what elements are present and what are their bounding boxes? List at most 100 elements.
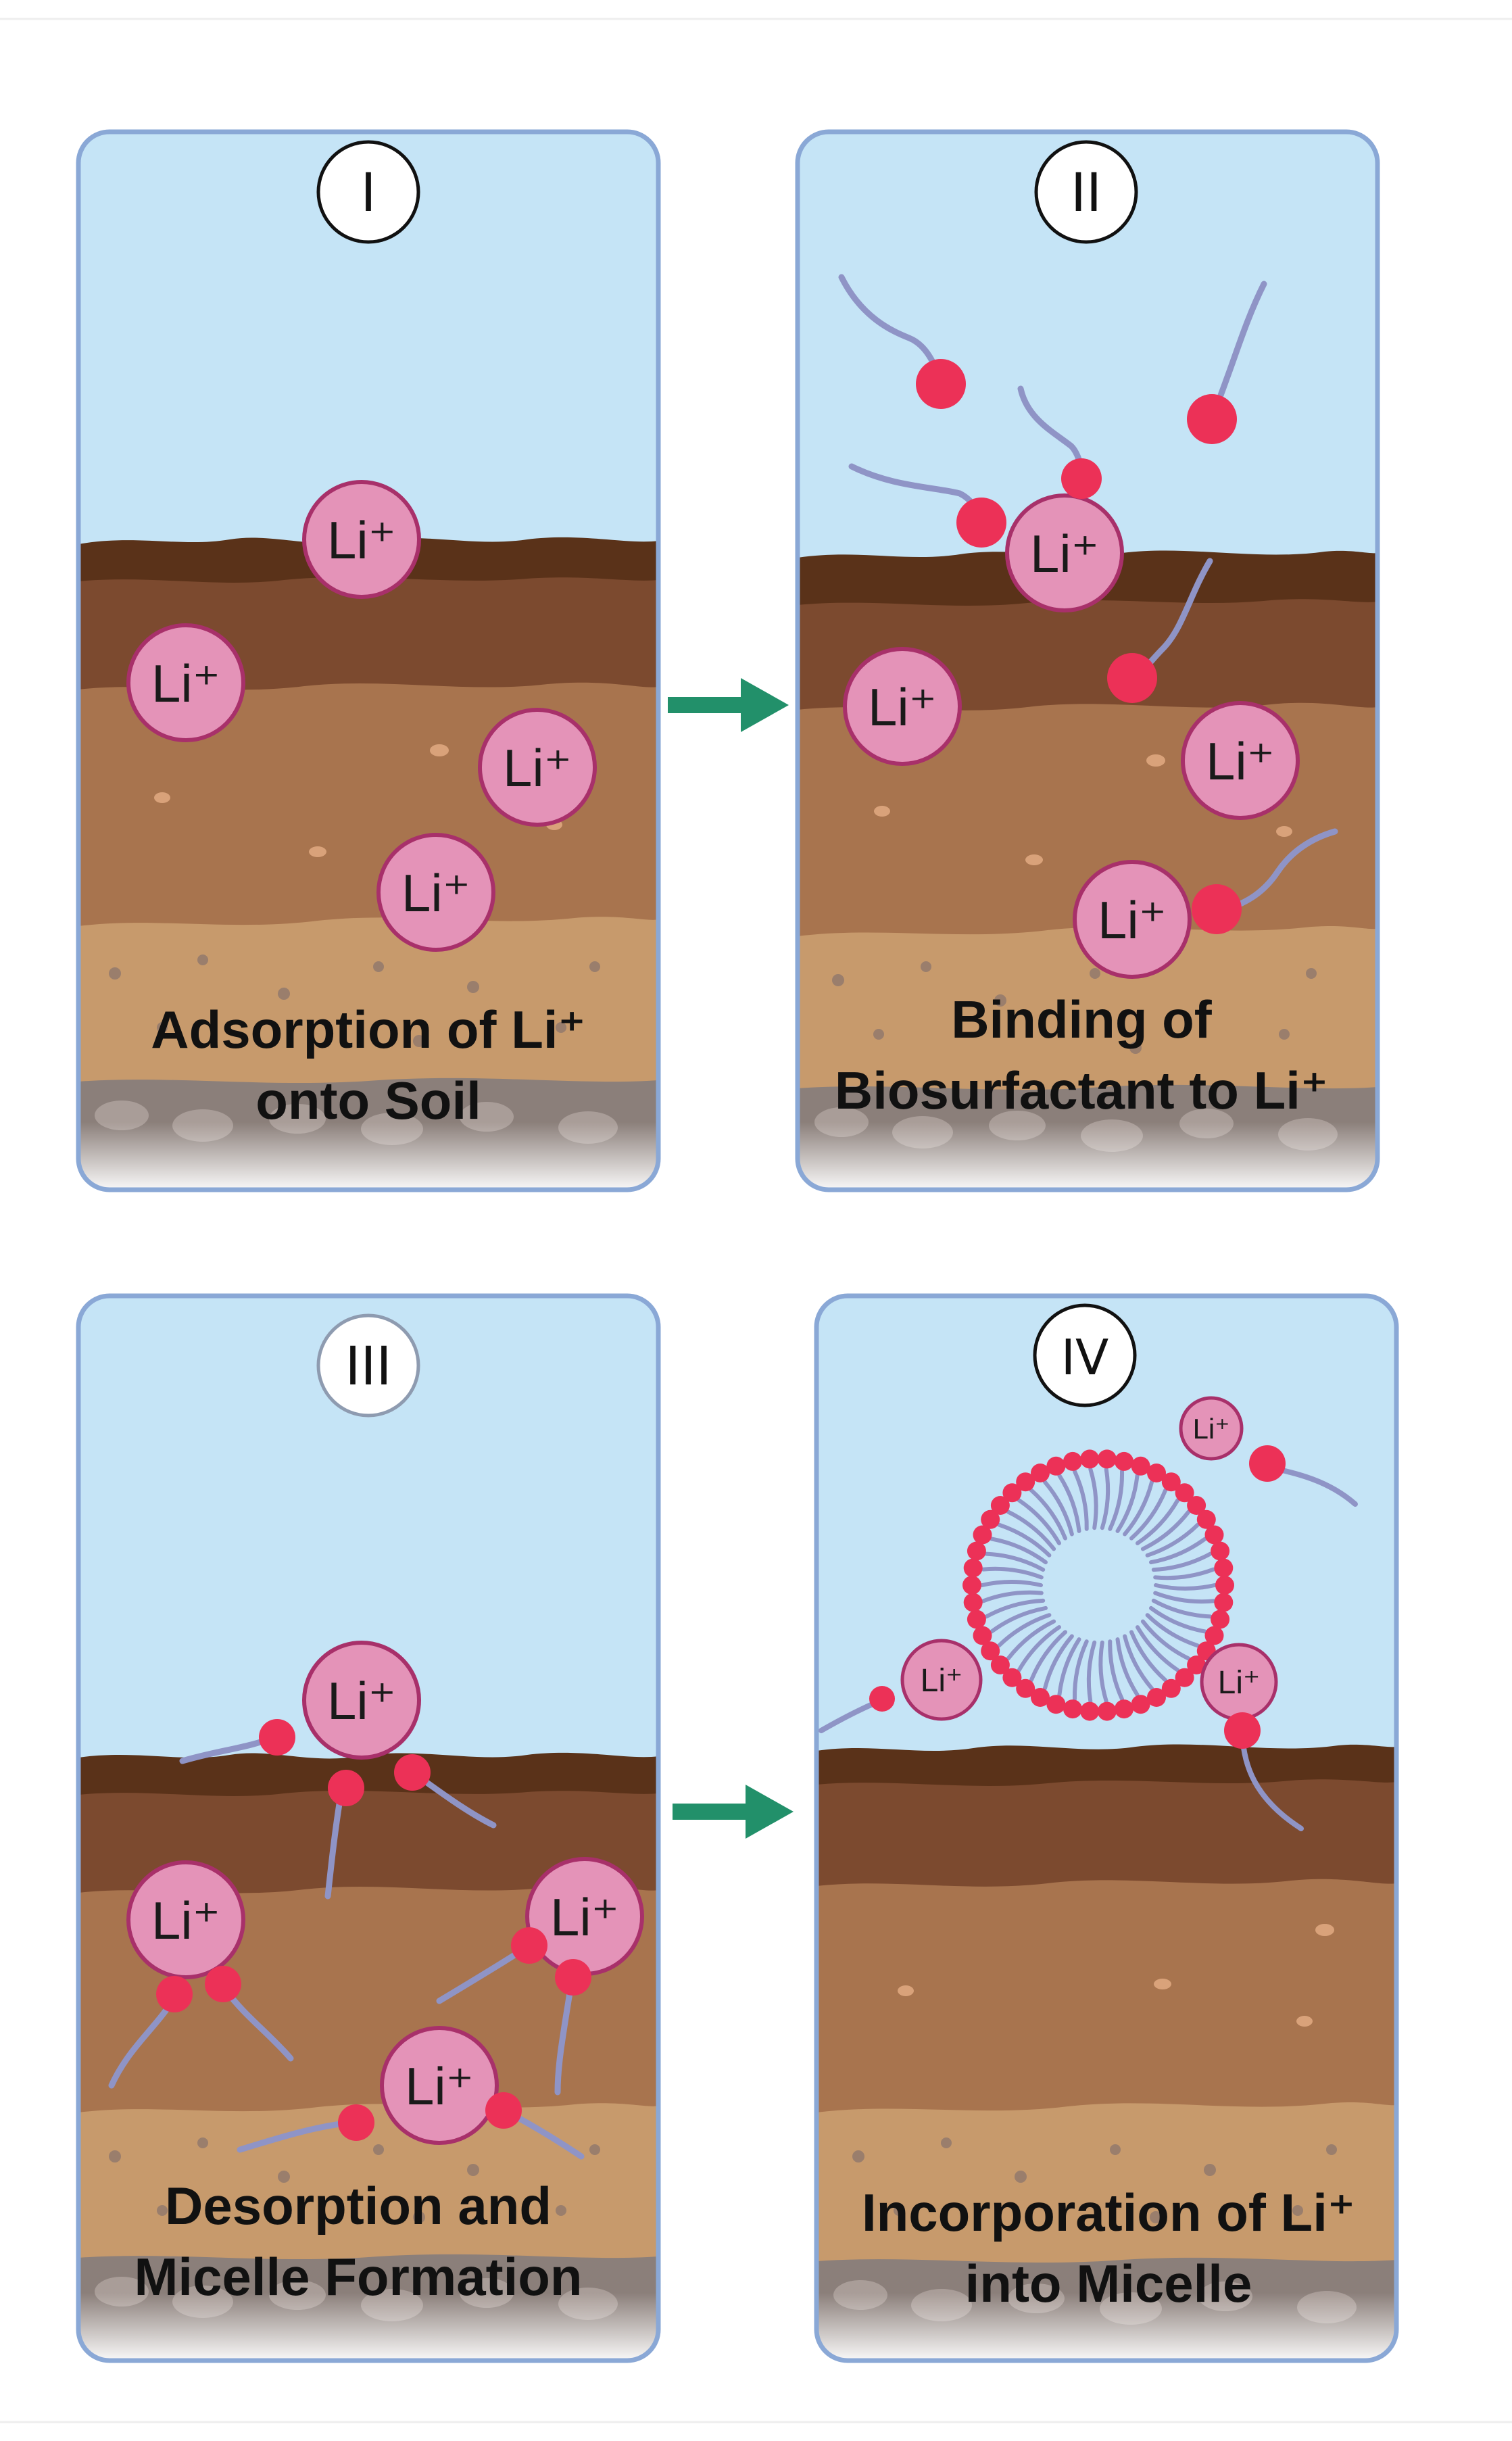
lithium-ion: Li⁺ bbox=[1200, 1643, 1278, 1721]
surfactant-head bbox=[1002, 1668, 1022, 1687]
panel-number: I bbox=[360, 163, 376, 224]
bound-biosurfactant bbox=[848, 463, 1006, 548]
surfactant-head bbox=[1211, 1610, 1230, 1629]
surfactant-head bbox=[1161, 1472, 1181, 1492]
surfactant-head bbox=[1214, 1558, 1234, 1578]
caption-line-1: Binding of bbox=[951, 990, 1213, 1049]
surfactant-tail bbox=[1140, 1509, 1191, 1551]
ion-label: Li⁺ bbox=[327, 1671, 396, 1731]
surfactant-head bbox=[1115, 1451, 1133, 1471]
bound-biosurfactant bbox=[394, 1754, 497, 1829]
caption-line-1: Incorporation of Li⁺ bbox=[862, 2183, 1355, 2242]
lithium-ion: Li⁺ bbox=[376, 833, 495, 952]
bottom-fade bbox=[816, 2293, 1396, 2361]
bottom-fade bbox=[798, 1122, 1377, 1190]
bottom-fade bbox=[78, 2293, 658, 2361]
process-arrow-1-to-2 bbox=[668, 678, 789, 732]
surfactant-head bbox=[1016, 1472, 1035, 1492]
surfactant-head bbox=[1031, 1688, 1050, 1707]
lithium-ion: Li⁺ bbox=[843, 647, 962, 766]
bottom-fade bbox=[78, 1122, 658, 1190]
surfactant-head bbox=[1080, 1701, 1100, 1721]
surfactant-head bbox=[1204, 1626, 1224, 1645]
surfactant-head bbox=[1147, 1464, 1166, 1482]
ion-label: Li⁺ bbox=[921, 1663, 963, 1699]
surfactant-tail bbox=[1057, 1637, 1081, 1697]
surfactant-head bbox=[1002, 1483, 1022, 1503]
surfactant-tail bbox=[1123, 1634, 1154, 1691]
surfactant-head bbox=[1046, 1695, 1066, 1714]
surfactant-tail bbox=[1145, 1522, 1200, 1557]
caption-line-2: into Micelle bbox=[965, 2254, 1252, 2313]
surfactant-tail bbox=[1042, 1634, 1074, 1691]
ion-label: Li⁺ bbox=[1193, 1413, 1230, 1445]
soil-pebbles bbox=[874, 754, 1292, 865]
soil-pebbles bbox=[898, 1924, 1334, 2027]
bound-biosurfactant bbox=[1107, 558, 1213, 703]
bound-biosurfactant bbox=[237, 2104, 374, 2153]
micelle bbox=[962, 1449, 1234, 1721]
surfactant-tail bbox=[1006, 1509, 1056, 1551]
bound-biosurfactant bbox=[1192, 828, 1338, 934]
surfactant-head bbox=[973, 1525, 992, 1545]
panel-number-badge: III bbox=[316, 1313, 420, 1418]
surfactant-tail bbox=[1086, 1640, 1097, 1703]
surfactant-head bbox=[1016, 1678, 1035, 1698]
surfactant-tail bbox=[1140, 1619, 1191, 1661]
lithium-ion: Li⁺ bbox=[126, 1860, 245, 1979]
sand-grains bbox=[852, 2137, 1337, 2223]
soil-pebbles bbox=[154, 744, 562, 857]
surfactant-head bbox=[963, 1558, 983, 1578]
bound-biosurfactant bbox=[179, 1719, 295, 1764]
ion-label: Li⁺ bbox=[550, 1887, 619, 1947]
surfactant-tail bbox=[1149, 1605, 1207, 1634]
surfactant-tail bbox=[1017, 1498, 1061, 1545]
surfactant-head bbox=[1175, 1483, 1194, 1503]
surfactant-tail bbox=[1129, 1488, 1168, 1541]
ion-label: Li⁺ bbox=[1098, 890, 1167, 950]
panel-number: IV bbox=[1061, 1329, 1109, 1386]
ion-label: Li⁺ bbox=[151, 654, 220, 713]
bound-biosurfactant bbox=[436, 1927, 547, 2004]
surfactant-tail bbox=[1153, 1567, 1216, 1580]
panel-number-badge: I bbox=[316, 140, 420, 244]
ion-label: Li⁺ bbox=[405, 2056, 474, 2116]
lithium-ion: Li⁺ bbox=[1005, 493, 1124, 612]
surfactant-tail bbox=[1108, 1469, 1125, 1531]
surfactant-tail bbox=[1115, 1637, 1140, 1697]
ion-label: Li⁺ bbox=[868, 677, 937, 737]
surfactant-tail bbox=[1151, 1598, 1213, 1619]
surfactant-head bbox=[1214, 1593, 1234, 1612]
surfactant-tail bbox=[1108, 1639, 1124, 1701]
surfactant-head bbox=[1031, 1464, 1050, 1482]
surfactant-head bbox=[990, 1496, 1010, 1515]
bound-biosurfactant bbox=[1249, 1445, 1358, 1507]
surfactant-head bbox=[1097, 1449, 1117, 1469]
panel-frame bbox=[76, 1293, 661, 2363]
surfactant-tail bbox=[1149, 1537, 1207, 1565]
surfactant-tail bbox=[980, 1580, 1043, 1587]
caption-line-2: onto Soil bbox=[255, 1071, 481, 1130]
free-biosurfactant bbox=[838, 274, 966, 409]
surfactant-tail bbox=[1073, 1469, 1089, 1531]
surfactant-tail bbox=[981, 1566, 1044, 1580]
bound-biosurfactant bbox=[324, 1770, 364, 1900]
surfactant-head bbox=[962, 1576, 981, 1595]
surfactant-tail bbox=[1129, 1630, 1168, 1683]
surfactant-tail bbox=[997, 1522, 1052, 1557]
surfactant-tail bbox=[981, 1590, 1044, 1603]
ion-label: Li⁺ bbox=[1218, 1665, 1261, 1701]
surfactant-head bbox=[1215, 1576, 1234, 1595]
surfactant-tail bbox=[990, 1537, 1048, 1565]
surfactant-tail bbox=[1154, 1583, 1217, 1591]
sand-grains bbox=[109, 2137, 600, 2223]
sand-grains bbox=[832, 961, 1317, 1054]
bound-biosurfactant bbox=[1017, 385, 1102, 499]
bound-biosurfactant bbox=[108, 1976, 193, 2089]
surfactant-head bbox=[981, 1509, 1000, 1529]
sand-grains bbox=[109, 954, 600, 1047]
caption-line-2: Micelle Formation bbox=[134, 2247, 582, 2306]
ion-label: Li⁺ bbox=[151, 1891, 220, 1950]
surfactant-head bbox=[1204, 1525, 1224, 1545]
